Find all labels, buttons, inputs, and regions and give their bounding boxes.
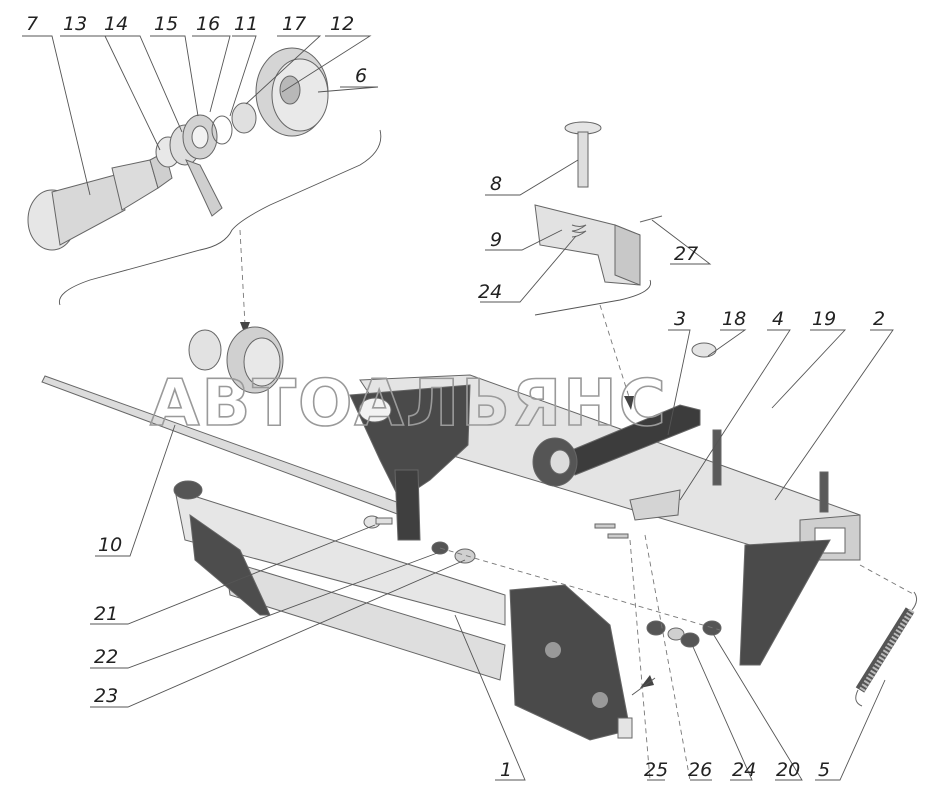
callout-3: 3	[674, 308, 686, 330]
lever-arrow-line	[599, 304, 631, 401]
part-shaft	[27, 151, 173, 251]
part-bolt-26	[607, 533, 629, 539]
inset-lever-bracket	[534, 279, 652, 316]
part-small-plate	[629, 489, 681, 521]
part-bolt	[564, 121, 602, 188]
inset-bracket-line	[58, 129, 382, 306]
callout-16: 16	[196, 13, 220, 35]
assembly-arrow-line	[239, 229, 246, 326]
part-bolt-25	[594, 523, 616, 529]
callout-labels: 7 13 14 15 16 11 17 12 6 8 9 24 27 3 18 …	[26, 13, 885, 781]
part-assembled-roller	[188, 326, 284, 394]
callout-13: 13	[63, 13, 87, 35]
callout-20: 20	[776, 759, 800, 781]
callout-21: 21	[94, 603, 118, 625]
callout-25: 25	[644, 759, 668, 781]
callout-26: 26	[688, 759, 712, 781]
part-bracket-arm	[394, 469, 421, 541]
assembly-arrow-head	[240, 322, 250, 335]
part-lower-bracket	[739, 539, 831, 666]
inset-roller-assembly	[27, 47, 382, 335]
callout-27: 27	[674, 243, 698, 265]
housing-arrow-line	[631, 677, 656, 696]
part-tension-spring	[855, 591, 918, 707]
part-retaining-ring	[211, 115, 233, 145]
alignment-dash	[629, 539, 651, 781]
part-housing	[173, 480, 633, 741]
callout-12: 12	[330, 13, 354, 35]
callout-10: 10	[98, 534, 122, 556]
callout-24-lower: 24	[732, 759, 756, 781]
part-nut	[231, 102, 257, 134]
part-nut-23	[454, 548, 476, 564]
leader-lines	[22, 35, 894, 781]
alignment-dash	[439, 547, 721, 631]
watermark-text: АВТОАЛЬЯНС	[150, 367, 668, 441]
inset-lever-assembly	[534, 121, 663, 410]
callout-19: 19	[812, 308, 836, 330]
part-bolt-21	[363, 515, 393, 529]
part-post	[819, 471, 829, 513]
callout-9: 9	[490, 229, 502, 251]
callout-2: 2	[873, 308, 885, 330]
alignment-dash	[859, 564, 916, 596]
callout-14: 14	[104, 13, 128, 35]
part-tension-arm	[532, 404, 701, 487]
callout-5: 5	[818, 759, 830, 781]
part-nut-20a	[646, 620, 666, 636]
callout-11: 11	[234, 13, 258, 35]
callout-8: 8	[490, 173, 502, 195]
part-cotter-pin	[639, 215, 663, 223]
part-washer-24	[667, 627, 685, 641]
callout-6: 6	[355, 65, 367, 87]
callout-1: 1	[500, 759, 512, 781]
callout-22: 22	[94, 646, 118, 668]
part-pulley	[255, 47, 329, 137]
housing-arrow-head	[640, 675, 654, 688]
part-post	[712, 429, 722, 486]
part-washer-top	[691, 342, 717, 358]
part-spring-small	[571, 224, 587, 238]
callout-18: 18	[722, 308, 746, 330]
callout-7: 7	[26, 13, 38, 35]
callout-15: 15	[154, 13, 178, 35]
lever-arrow-head	[624, 396, 634, 410]
callout-4: 4	[772, 308, 784, 330]
callout-17: 17	[282, 13, 306, 35]
alignment-dash	[644, 534, 691, 781]
callout-23: 23	[94, 685, 118, 707]
callout-24-upper: 24	[478, 281, 502, 303]
